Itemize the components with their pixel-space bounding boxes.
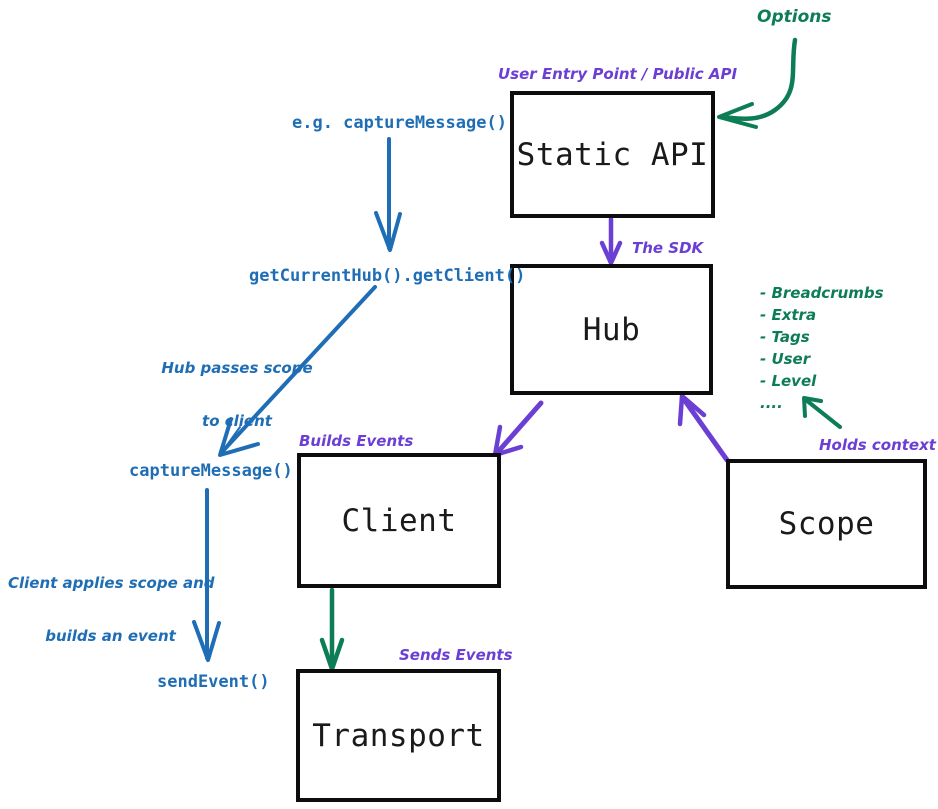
- node-transport[interactable]: Transport: [296, 669, 501, 802]
- scope-context-list: - Breadcrumbs - Extra - Tags - User - Le…: [760, 282, 884, 414]
- scope-context-item: ....: [760, 394, 783, 413]
- edge-hub-to-client: [492, 400, 544, 458]
- scope-context-item: - Extra: [760, 306, 817, 325]
- annotation-options: Options: [757, 7, 832, 27]
- annotation-hub-passes-scope-line2: to client: [202, 412, 272, 431]
- scope-context-item: - User: [760, 350, 811, 369]
- edge-static-api-to-hub: [599, 216, 623, 266]
- node-static-api[interactable]: Static API: [510, 91, 715, 218]
- annotation-capture-message: captureMessage(): [129, 461, 293, 481]
- annotation-holds-context: Holds context: [819, 436, 936, 454]
- node-hub[interactable]: Hub: [510, 264, 713, 395]
- annotation-eg-capture-message: e.g. captureMessage(): [292, 113, 507, 133]
- annotation-builds-events: Builds Events: [299, 432, 414, 450]
- node-transport-label: Transport: [312, 717, 485, 754]
- node-client[interactable]: Client: [297, 453, 501, 588]
- scope-context-item: - Breadcrumbs: [760, 284, 884, 302]
- node-scope[interactable]: Scope: [726, 459, 927, 589]
- annotation-client-applies-scope: Client applies scope and builds an event: [8, 540, 215, 682]
- annotation-send-event: sendEvent(): [157, 672, 270, 692]
- annotation-the-sdk: The SDK: [632, 239, 704, 257]
- annotation-sends-events: Sends Events: [399, 646, 513, 664]
- annotation-get-current-hub: getCurrentHub().getClient(): [249, 266, 526, 286]
- annotation-user-entry-point: User Entry Point / Public API: [498, 65, 738, 83]
- node-static-api-label: Static API: [516, 136, 709, 173]
- annotation-hub-passes-scope-line1: Hub passes scope: [161, 359, 313, 378]
- annotation-client-applies-line1: Client applies scope and: [8, 574, 215, 593]
- node-scope-label: Scope: [778, 506, 875, 542]
- node-client-label: Client: [341, 502, 457, 539]
- annotation-hub-passes-scope: Hub passes scope to client: [157, 325, 317, 467]
- scope-context-item: - Tags: [760, 328, 810, 347]
- edge-scope-to-hub: [677, 393, 730, 463]
- annotation-client-applies-line2: builds an event: [45, 627, 176, 646]
- edge-eg-capture-to-hub-call: [374, 137, 402, 252]
- edge-client-to-transport: [319, 587, 345, 672]
- scope-context-item: - Level: [760, 372, 817, 391]
- node-hub-label: Hub: [582, 311, 641, 348]
